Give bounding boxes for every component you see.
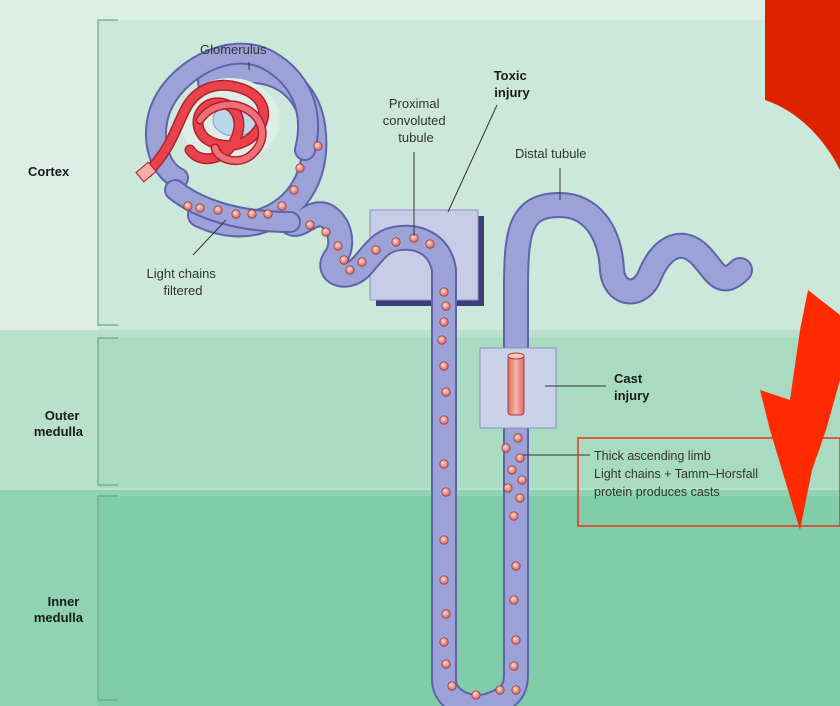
- light-chain-bead: [440, 536, 448, 544]
- light-chain-bead: [440, 638, 448, 646]
- light-chain-bead: [426, 240, 434, 248]
- light-chain-bead: [358, 258, 366, 266]
- label-glomerulus: Glomerulus: [200, 42, 267, 57]
- light-chain-bead: [372, 246, 380, 254]
- light-chain-bead: [472, 691, 480, 699]
- light-chain-bead: [440, 576, 448, 584]
- light-chain-bead: [340, 256, 348, 264]
- light-chain-bead: [510, 512, 518, 520]
- callout-line-1: Thick ascending limb: [594, 449, 711, 463]
- zone-label-cortex: Cortex: [28, 164, 70, 179]
- light-chain-bead: [496, 686, 504, 694]
- light-chain-bead: [296, 164, 304, 172]
- light-chain-bead: [502, 444, 510, 452]
- label-proximal-1: Proximal: [389, 96, 440, 111]
- light-chain-bead: [314, 142, 322, 150]
- light-chain-bead: [438, 336, 446, 344]
- label-distal-tubule: Distal tubule: [515, 146, 587, 161]
- label-lcf-1: Light chains: [146, 266, 216, 281]
- light-chain-bead: [278, 202, 286, 210]
- light-chain-bead: [440, 362, 448, 370]
- light-chain-bead: [392, 238, 400, 246]
- light-chain-bead: [510, 662, 518, 670]
- light-chain-bead: [214, 206, 222, 214]
- light-chain-bead: [322, 228, 330, 236]
- zone-label-outer-1: Outer: [45, 408, 80, 423]
- light-chain-bead: [346, 266, 354, 274]
- light-chain-bead: [514, 434, 522, 442]
- label-proximal-3: tubule: [398, 130, 433, 145]
- label-cast-2: injury: [614, 388, 650, 403]
- light-chain-bead: [504, 484, 512, 492]
- light-chain-bead: [508, 466, 516, 474]
- zone-label-outer-2: medulla: [34, 424, 84, 439]
- label-toxic-2: injury: [494, 85, 530, 100]
- light-chain-bead: [442, 610, 450, 618]
- light-chain-bead: [184, 202, 192, 210]
- cast-cylinder: [508, 355, 524, 415]
- light-chain-bead: [516, 494, 524, 502]
- zone-label-inner-1: Inner: [48, 594, 80, 609]
- label-cast-1: Cast: [614, 371, 643, 386]
- light-chain-bead: [442, 660, 450, 668]
- light-chain-bead: [290, 186, 298, 194]
- light-chain-bead: [334, 242, 342, 250]
- light-chain-bead: [440, 460, 448, 468]
- zone-label-inner-2: medulla: [34, 610, 84, 625]
- light-chain-bead: [512, 562, 520, 570]
- light-chain-bead: [196, 204, 204, 212]
- light-chain-bead: [440, 318, 448, 326]
- light-chain-bead: [248, 210, 256, 218]
- light-chain-bead: [510, 596, 518, 604]
- light-chain-bead: [232, 210, 240, 218]
- light-chain-bead: [516, 454, 524, 462]
- label-toxic-1: Toxic: [494, 68, 527, 83]
- light-chain-bead: [512, 686, 520, 694]
- light-chain-bead: [442, 302, 450, 310]
- light-chain-bead: [512, 636, 520, 644]
- light-chain-bead: [440, 416, 448, 424]
- callout-line-2: Light chains + Tamm–Horsfall: [594, 467, 758, 481]
- light-chain-bead: [440, 288, 448, 296]
- light-chain-bead: [518, 476, 526, 484]
- light-chain-bead: [442, 488, 450, 496]
- light-chain-bead: [264, 210, 272, 218]
- light-chain-bead: [442, 388, 450, 396]
- light-chain-bead: [448, 682, 456, 690]
- light-chain-bead: [306, 221, 314, 229]
- callout-line-3: protein produces casts: [594, 485, 720, 499]
- label-lcf-2: filtered: [163, 283, 202, 298]
- label-proximal-2: convoluted: [383, 113, 446, 128]
